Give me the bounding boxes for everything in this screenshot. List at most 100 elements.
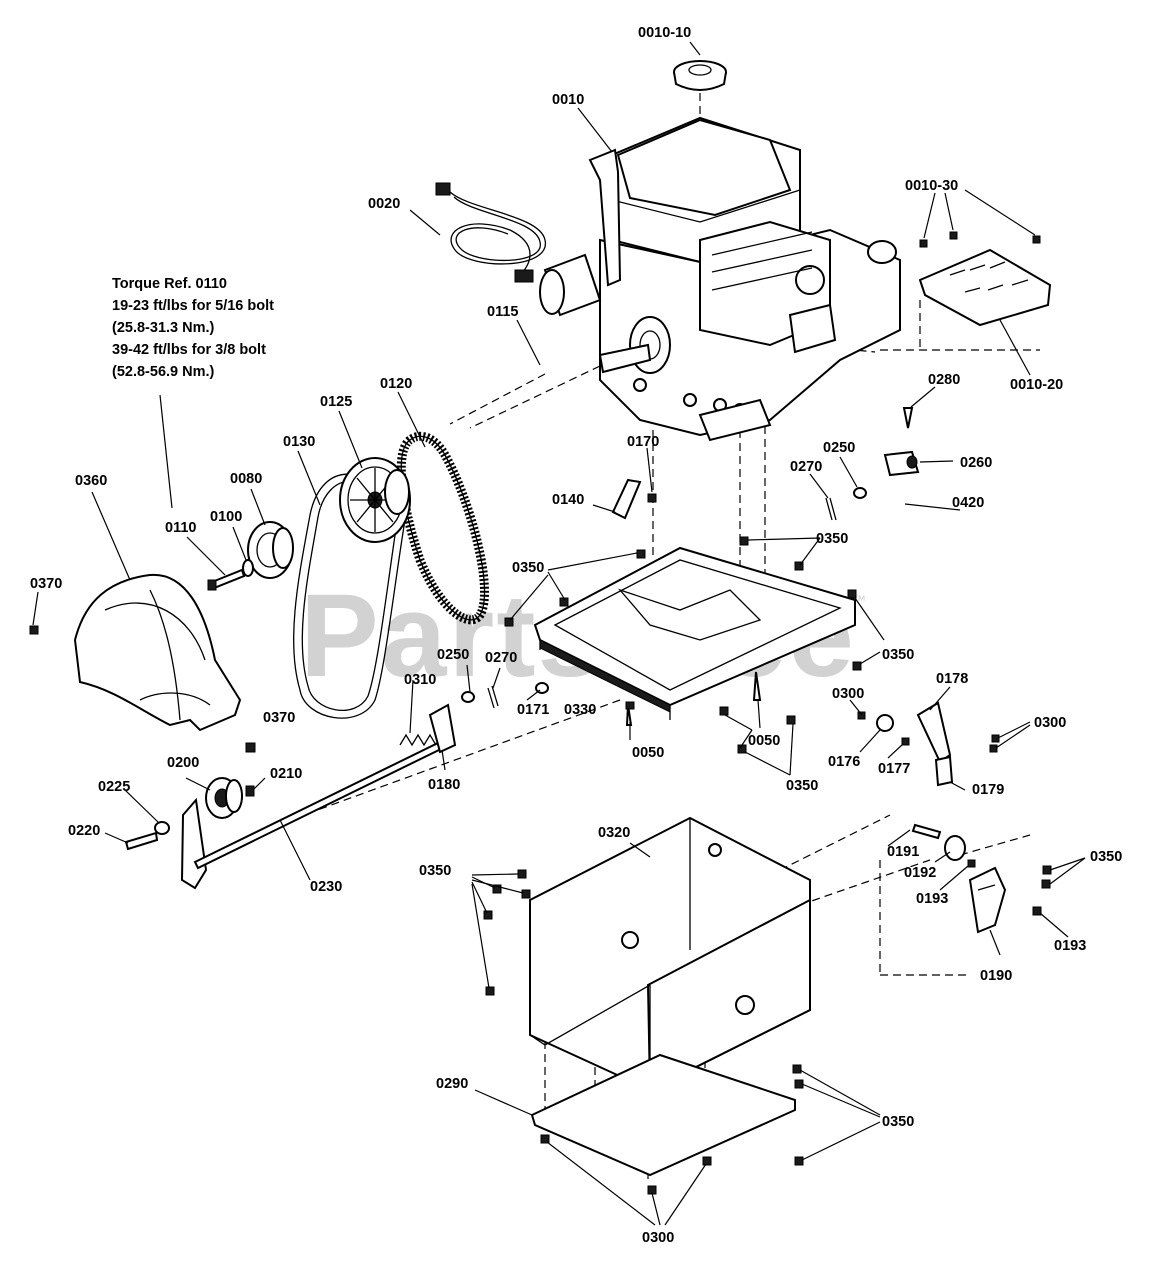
torque-pointer	[159, 394, 173, 509]
callout-labels: 0010-10 0010 0020 0010-30 0115 0010-20 0…	[30, 25, 1122, 1246]
bolts-0350-bottom	[792, 1064, 804, 1166]
callout-label: 0192	[904, 865, 936, 881]
washer-0100	[242, 559, 254, 577]
bolts-0350-frame	[483, 869, 531, 996]
torque-note: Torque Ref. 0110 19-23 ft/lbs for 5/16 b…	[112, 276, 274, 380]
torque-note-line-4: 39-42 ft/lbs for 3/8 bolt	[112, 342, 266, 358]
callout-label: 0050	[748, 733, 780, 749]
callout-label: 0125	[320, 394, 352, 410]
engine	[539, 116, 901, 442]
callout-label: 0350	[419, 863, 451, 879]
callout-label: 0350	[882, 647, 914, 663]
callout-label: 0300	[832, 686, 864, 702]
callout-label: 0350	[786, 778, 818, 794]
spring-0310	[399, 733, 437, 747]
callout-label: 0360	[75, 473, 107, 489]
callout-label: 0330	[564, 702, 596, 718]
callout-label: 0310	[404, 672, 436, 688]
bolt-0191	[911, 823, 942, 840]
leader-lines	[32, 41, 1086, 1226]
belt-cover	[73, 573, 242, 732]
callout-label: 0176	[828, 754, 860, 770]
bottom-plate-0290	[530, 1053, 796, 1177]
callout-label: 0225	[98, 779, 130, 795]
bracket-0178	[916, 701, 952, 764]
callout-label: 0300	[642, 1230, 674, 1246]
callout-label: 0171	[517, 702, 549, 718]
nut-0193a	[967, 859, 976, 868]
callout-label: 0220	[68, 823, 100, 839]
callout-label: 0140	[552, 492, 584, 508]
callout-label: 0280	[928, 372, 960, 388]
callout-label: 0020	[368, 196, 400, 212]
idler-pulley-0200	[205, 777, 243, 819]
callout-label: 0300	[1034, 715, 1066, 731]
nut-0350-group	[504, 536, 862, 754]
callout-label: 0080	[230, 471, 262, 487]
nut-0177	[901, 737, 910, 746]
bolt-0300a	[857, 711, 866, 720]
callout-label: 0420	[952, 495, 984, 511]
callout-label: 0010-20	[1010, 377, 1063, 393]
torque-note-line-2: 19-23 ft/lbs for 5/16 bolt	[112, 298, 274, 314]
bolts-0300b	[989, 734, 1000, 753]
nut-0193b	[1032, 906, 1042, 916]
callout-label: 0110	[165, 520, 196, 536]
gear-0192	[944, 835, 966, 861]
screw-0370b	[245, 742, 256, 753]
callout-label: 0270	[790, 459, 822, 475]
washer-0176	[876, 714, 894, 732]
electric-start-cord	[435, 182, 546, 283]
callout-label: 0178	[936, 671, 968, 687]
callout-label: 0250	[437, 647, 469, 663]
callout-label: 0260	[960, 455, 992, 471]
frame-0320	[529, 816, 811, 1092]
callout-label: 0250	[823, 440, 855, 456]
clip-0270a	[825, 497, 837, 521]
mounting-plate-0330	[533, 546, 856, 720]
bolt-0050a	[625, 701, 635, 726]
washer-0225	[154, 821, 170, 835]
heat-shield	[918, 231, 1052, 327]
pin-0280	[902, 407, 914, 429]
callout-label: 0190	[980, 968, 1012, 984]
washer-0250a	[853, 487, 867, 499]
bracket-0180	[428, 703, 457, 754]
callout-label: 0193	[1054, 938, 1086, 954]
callout-label: 0200	[167, 755, 199, 771]
bracket-0140	[611, 478, 642, 520]
nut-0170	[647, 493, 657, 503]
callout-label: 0100	[210, 509, 242, 525]
fuel-cap	[673, 60, 727, 91]
callout-label: 0120	[380, 376, 412, 392]
clip-0179	[934, 755, 954, 787]
callout-label: 0177	[878, 761, 910, 777]
torque-note-line-1: Torque Ref. 0110	[112, 276, 227, 292]
idler-bracket	[180, 797, 208, 890]
callout-label: 0193	[916, 891, 948, 907]
torque-note-line-5: (52.8-56.9 Nm.)	[112, 364, 215, 380]
callout-label: 0010-10	[638, 25, 691, 41]
callout-label: 0320	[598, 825, 630, 841]
callout-label: 0170	[627, 434, 659, 450]
callout-label: 0350	[512, 560, 544, 576]
washer-0250b	[461, 691, 475, 703]
callout-label: 0230	[310, 879, 342, 895]
callout-label: 0370	[263, 710, 295, 726]
bolt-0220	[124, 831, 159, 851]
callout-label: 0179	[972, 782, 1004, 798]
callout-label: 0050	[632, 745, 664, 761]
callout-label: 0370	[30, 576, 62, 592]
callout-label: 0350	[882, 1114, 914, 1130]
bolts-0350-right	[1041, 865, 1052, 889]
screw-0370a	[29, 625, 39, 635]
callout-label: 0010-30	[905, 178, 958, 194]
clip-0270b	[487, 685, 499, 709]
callout-label: 0350	[1090, 849, 1122, 865]
callout-label: 0130	[283, 434, 315, 450]
bolt-0050b	[719, 706, 729, 716]
callout-label: 0191	[887, 844, 919, 860]
callout-label: 0290	[436, 1076, 468, 1092]
